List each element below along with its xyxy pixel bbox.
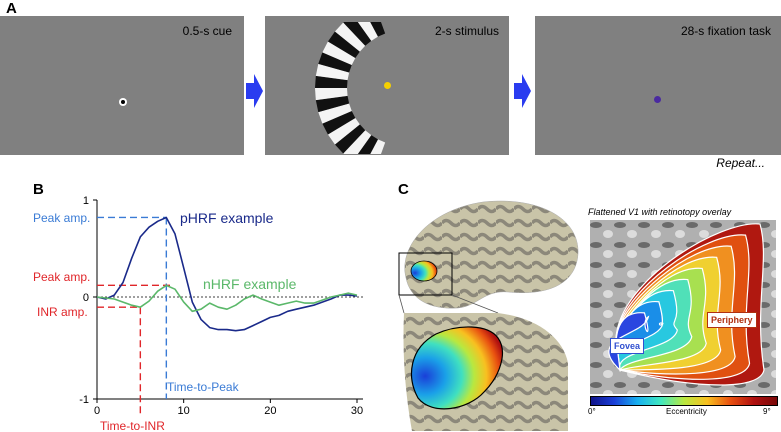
colorbar-min-label: 0°: [588, 407, 596, 416]
wedge-segment: [327, 117, 360, 145]
y-tick-label: 0: [83, 292, 89, 304]
wedge-segment: [343, 22, 372, 46]
wedge-segment: [318, 103, 352, 124]
v1-overlay-small: [410, 260, 438, 282]
time-to-inr-label: Time-to-INR: [100, 419, 165, 432]
wedge-segment: [357, 135, 378, 154]
peak-amp-red-label: Peak amp.: [33, 270, 90, 284]
panel-c-letter: C: [398, 181, 409, 198]
wedge-segment: [334, 124, 366, 154]
colorbar-title: Eccentricity: [666, 407, 707, 416]
wedge-segment: [315, 88, 348, 101]
fixation-screen-label: 28-s fixation task: [680, 24, 771, 38]
cue-fixation-dot: [119, 98, 127, 106]
peak-amp-blue-label: Peak amp.: [33, 211, 90, 225]
wedge-segment: [318, 52, 352, 73]
wedge-segment: [315, 75, 348, 88]
series-line-nhrf: [96, 284, 358, 313]
x-tick-label: 10: [178, 405, 190, 417]
phrf-label: pHRF example: [180, 210, 274, 226]
time-to-peak-label: Time-to-Peak: [167, 380, 240, 394]
flatmap: [590, 220, 776, 394]
x-tick-label: 0: [94, 405, 100, 417]
stimulus-screen-label: 2-s stimulus: [434, 24, 499, 38]
wedge-segment: [334, 22, 366, 52]
panel-b-letter: B: [33, 181, 44, 198]
stimulus-screen: 2-s stimulus: [265, 16, 509, 155]
inr-amp-label: INR amp.: [37, 305, 88, 319]
fixation-screen: 28-s fixation task: [535, 16, 781, 155]
brain-lateral-view: [404, 200, 579, 309]
periphery-label: Periphery: [707, 312, 757, 328]
wedge-segment: [357, 22, 378, 41]
y-tick-label: -1: [79, 394, 89, 406]
series-line-phrf: [96, 216, 358, 332]
fovea-label: Fovea: [610, 338, 645, 354]
wedge-segment: [327, 31, 360, 59]
arrow-icon: [514, 74, 531, 108]
cue-screen: 0.5-s cue: [0, 16, 244, 155]
arrow-icon: [246, 74, 263, 108]
panel-a-letter: A: [6, 0, 17, 17]
nhrf-label: nHRF example: [203, 276, 297, 292]
wedge-segment: [370, 22, 386, 37]
wedge-segment: [322, 110, 356, 135]
wedge-segment: [343, 130, 372, 154]
wedge-segment: [370, 139, 386, 154]
task-fixation-dot: [654, 96, 661, 103]
eccentricity-colorbar: [590, 396, 778, 406]
repeat-label: Repeat...: [716, 156, 765, 170]
checkerboard-wedge: [315, 22, 386, 154]
x-tick-label: 20: [264, 405, 276, 417]
x-tick-label: 30: [351, 405, 363, 417]
flatmap-title: Flattened V1 with retinotopy overlay: [588, 207, 732, 217]
zoom-box: [398, 252, 453, 296]
brain-inflated-surface: [398, 200, 579, 431]
wedge-segment: [315, 95, 350, 113]
v1-overlay-zoom: [411, 326, 503, 410]
stimulus-fixation-dot: [384, 82, 391, 89]
colorbar-max-label: 9°: [763, 407, 771, 416]
wedge-segment: [322, 41, 356, 66]
wedge-segment: [315, 63, 350, 81]
cue-screen-label: 0.5-s cue: [182, 24, 232, 38]
y-tick-label: 1: [83, 195, 89, 207]
